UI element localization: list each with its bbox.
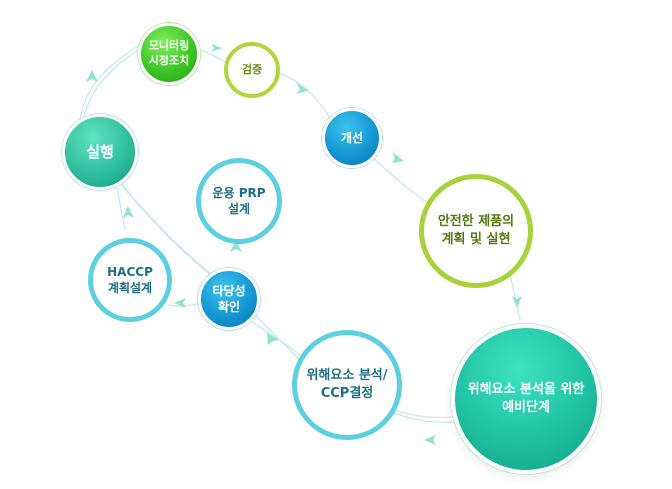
node-improvement: 개선 — [322, 108, 382, 168]
arrow-right-icon — [211, 44, 222, 52]
node-planning: 안전한 제품의 계획 및 실현 — [419, 174, 533, 288]
arrow-markers — [86, 44, 522, 445]
arrow-left-icon — [174, 298, 186, 308]
node-validation: 타당성 확인 — [198, 268, 260, 330]
node-label: 위해요소 분석을 위한 예비단계 — [467, 382, 585, 415]
node-label: HACCP 계획설계 — [107, 264, 153, 295]
node-hazard-analysis: 위해요소 분석/ CCP결정 — [292, 330, 402, 440]
node-verification: 검증 — [224, 42, 280, 98]
node-label: 실행 — [86, 142, 114, 161]
node-label: 모니터링 시정조치 — [148, 39, 190, 67]
node-haccp-plan: HACCP 계획설계 — [88, 238, 172, 322]
node-label: 타당성 확인 — [212, 283, 246, 314]
node-implementation: 실행 — [62, 114, 138, 190]
node-oprp-design: 운용 PRP 설계 — [196, 158, 282, 244]
arrow-down-icon — [512, 296, 522, 308]
arrow-up-icon — [123, 206, 134, 218]
node-monitoring: 모니터링 시정조치 — [138, 23, 200, 85]
arrow-right-icon — [392, 152, 404, 163]
arrow-up-left-icon — [267, 333, 279, 345]
arrow-up-icon — [230, 240, 242, 252]
node-label: 운용 PRP 설계 — [212, 185, 266, 216]
node-preliminary: 위해요소 분석을 위한 예비단계 — [451, 324, 601, 474]
arrow-right-icon — [296, 83, 309, 94]
node-label: 위해요소 분석/ CCP결정 — [306, 368, 388, 401]
arrow-left-icon — [424, 435, 436, 445]
node-label: 검증 — [241, 62, 263, 76]
node-label: 안전한 제품의 계획 및 실현 — [437, 214, 515, 247]
arrow-up-icon — [86, 70, 98, 82]
node-label: 개선 — [340, 130, 364, 145]
